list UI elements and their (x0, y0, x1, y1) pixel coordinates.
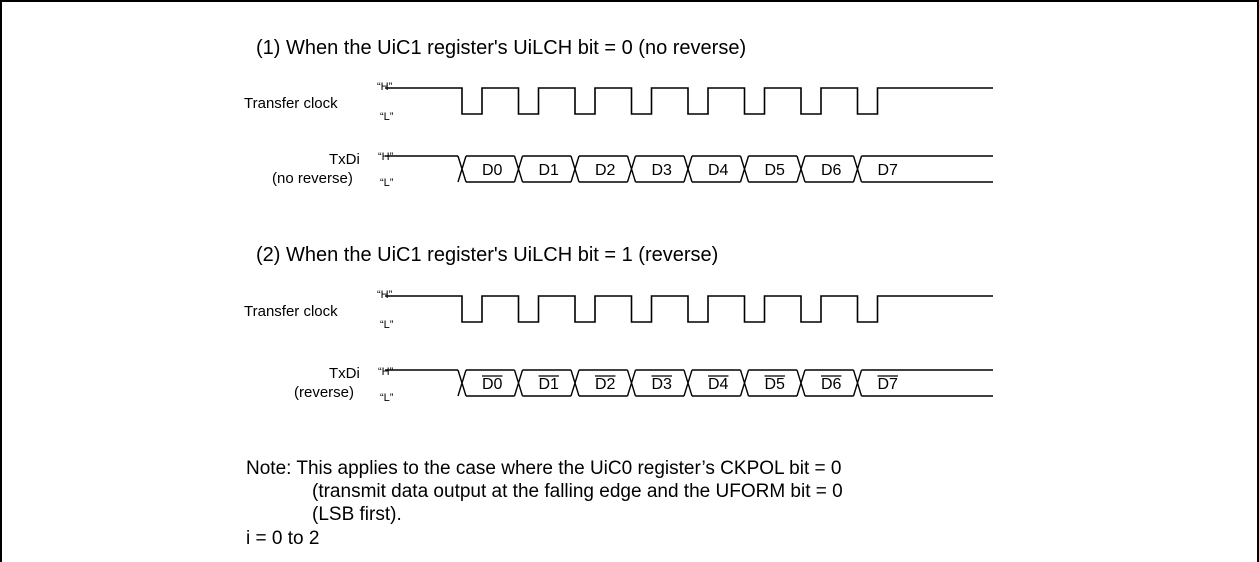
txd-bit-cell (522, 155, 571, 183)
note-line-1: Note: This applies to the case where the… (246, 458, 842, 479)
txd-bit-label: D6 (821, 162, 842, 179)
txd-transition (570, 369, 580, 397)
note-line-4: i = 0 to 2 (246, 528, 320, 549)
section1-clock-low: “L” (380, 111, 394, 123)
txd-bit-label: D7 (878, 162, 899, 179)
section1-clock-high: “H” (377, 81, 393, 93)
txd-transition (513, 155, 524, 183)
txd-transition (570, 155, 580, 183)
txd-bit-cell (748, 155, 797, 183)
note-line-2: (transmit data output at the falling edg… (312, 481, 843, 502)
txd-bit-cell (579, 369, 628, 397)
section2-txd-waveform: D0 D1 D2 D3 D4 D5 D6 D7 (385, 369, 993, 397)
section1-txd-waveform: D0 D1 D2 D3 D4 D5 D6 D7 (385, 155, 993, 183)
txd-transition (852, 369, 863, 397)
txd-bit-label: D0 (482, 376, 503, 393)
txd-bit-label: D1 (539, 376, 560, 393)
txd-bit-cell (805, 369, 854, 397)
txd-bit-label: D5 (765, 162, 786, 179)
clock-trace (385, 295, 993, 323)
section1-txd-low: “L” (380, 177, 394, 189)
txd-bit-label: D3 (652, 376, 673, 393)
txd-bit-label: D4 (708, 162, 729, 179)
txd-bit-label: D1 (539, 162, 560, 179)
section2-clock-high: “H” (377, 289, 393, 301)
txd-bit-cell (635, 369, 684, 397)
section1-title: (1) When the UiC1 register's UiLCH bit =… (256, 37, 747, 59)
txd-bit-cell (522, 369, 571, 397)
txd-bit-cell (466, 369, 515, 397)
txd-transition (626, 155, 637, 183)
txd-transition (683, 369, 693, 397)
txd-transition (457, 155, 467, 183)
section1-clock-waveform (385, 87, 993, 115)
section2-txd-sub: (reverse) (294, 384, 355, 401)
section1-txd-label: TxDi (329, 151, 360, 168)
txd-bit-label: D0 (482, 162, 503, 179)
txd-bit-label: D3 (652, 162, 673, 179)
section2-txd-label: TxDi (329, 365, 360, 382)
txd-bit-cell (635, 155, 684, 183)
txd-bit-cell (805, 155, 854, 183)
txd-transition (513, 369, 524, 397)
txd-bit-cell (861, 155, 993, 183)
clock-trace (385, 87, 993, 115)
txd-bit-cell (579, 155, 628, 183)
section2-clock-waveform (385, 295, 993, 323)
section1-txd-sub: (no reverse) (272, 170, 353, 187)
section1-clock-label: Transfer clock (244, 95, 338, 112)
txd-transition (739, 369, 750, 397)
txd-transition (852, 155, 863, 183)
txd-bit-cell (466, 155, 515, 183)
section2-clock-label: Transfer clock (244, 303, 338, 320)
note-line-3: (LSB first). (312, 504, 402, 525)
txd-bit-label: D5 (765, 376, 786, 393)
txd-bit-label: D4 (708, 376, 729, 393)
txd-bit-label: D7 (878, 376, 899, 393)
txd-transition (457, 369, 467, 397)
txd-bit-cell (861, 369, 993, 397)
txd-transition (796, 369, 806, 397)
section2-clock-low: “L” (380, 319, 394, 331)
txd-bit-cell (748, 369, 797, 397)
section1-txd-high: “H” (378, 151, 394, 163)
txd-bit-cell (692, 369, 741, 397)
txd-transition (626, 369, 637, 397)
txd-bit-label: D6 (821, 376, 842, 393)
section2-title: (2) When the UiC1 register's UiLCH bit =… (256, 244, 719, 266)
section2-txd-low: “L” (380, 392, 394, 404)
txd-bit-label: D2 (595, 162, 616, 179)
txd-bit-label: D2 (595, 376, 616, 393)
txd-transition (683, 155, 693, 183)
txd-bit-cell (692, 155, 741, 183)
txd-transition (796, 155, 806, 183)
section2-txd-high: “H” (378, 366, 394, 378)
txd-transition (739, 155, 750, 183)
